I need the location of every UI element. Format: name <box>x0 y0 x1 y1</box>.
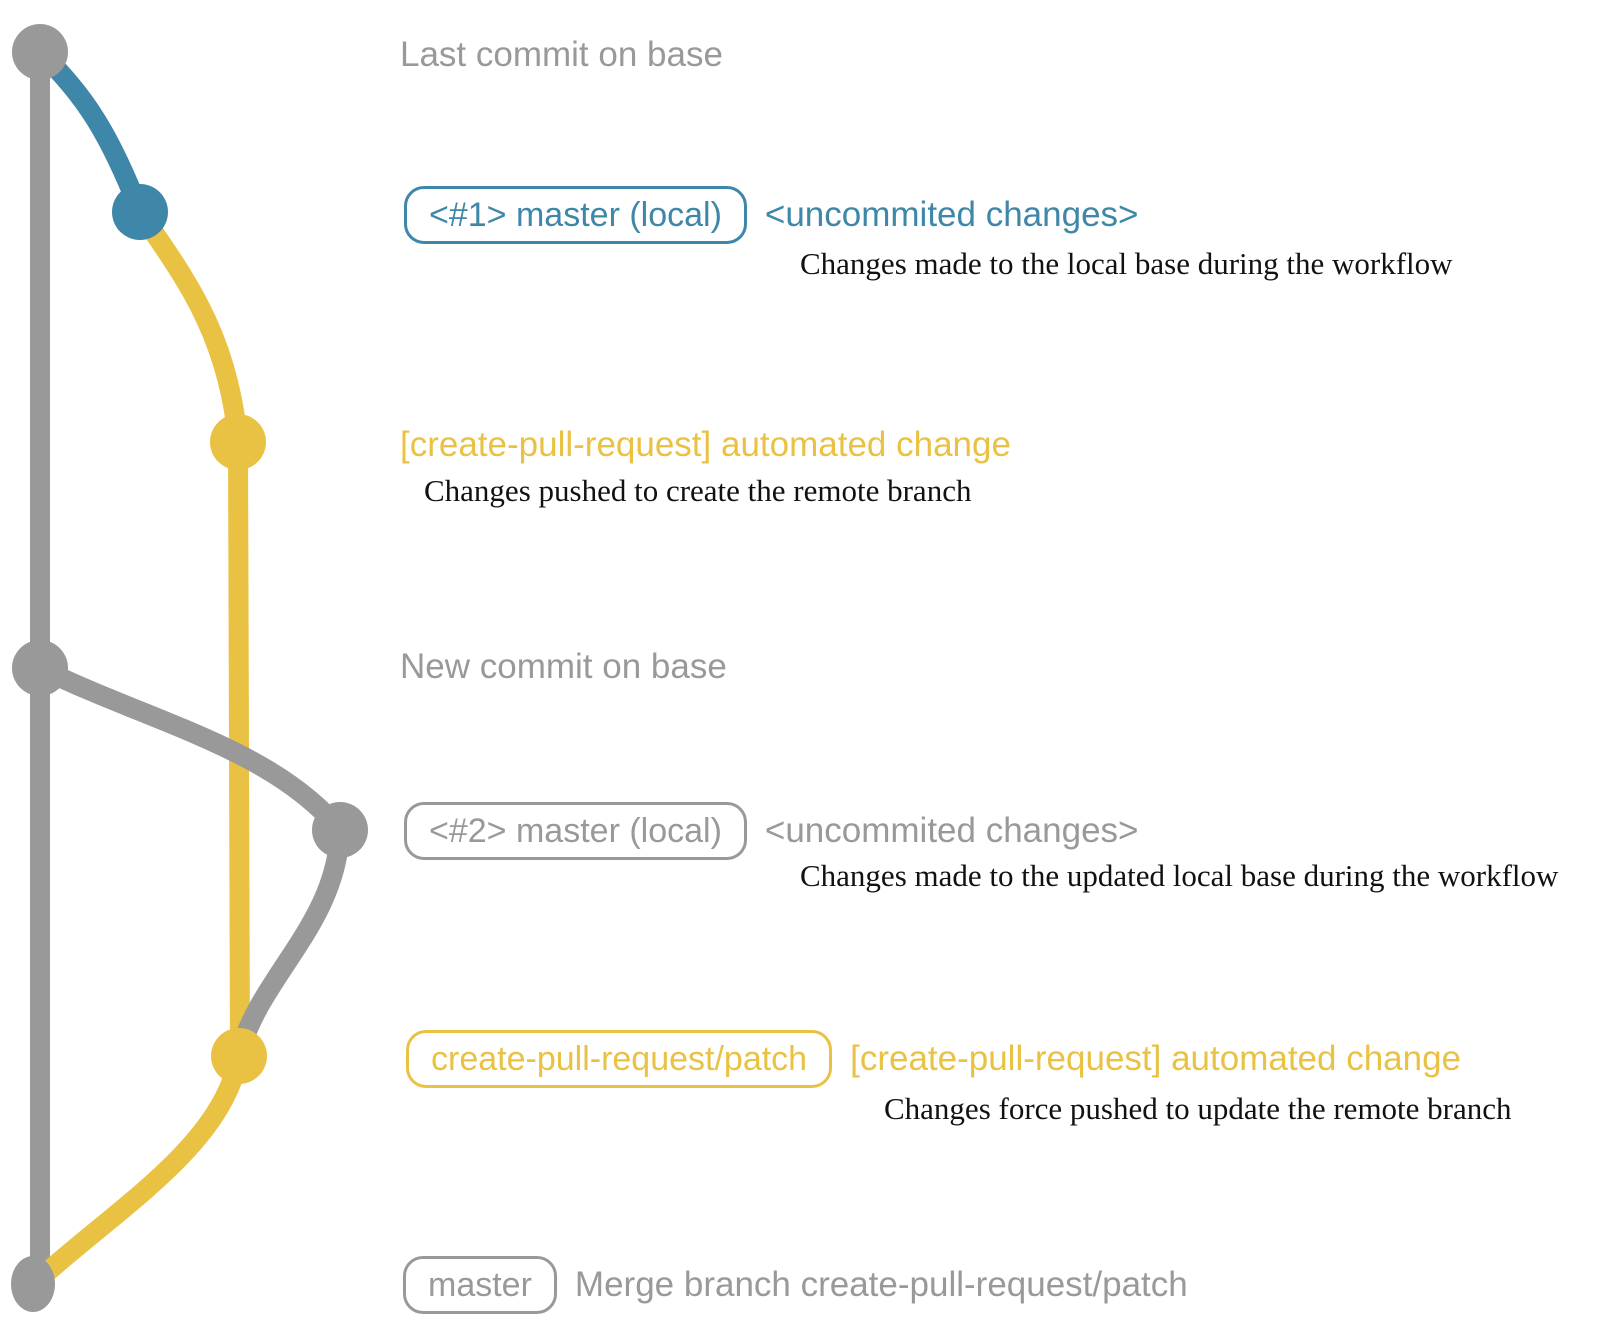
master-local-1-branch-curve <box>30 42 150 222</box>
master-local-2-to-patch-curve <box>230 820 350 1062</box>
branch-badge-master-local-2: <#2> master (local) <box>404 802 747 860</box>
commit-message-uncommited-changes-1: <uncommited changes> <box>764 195 1139 234</box>
commit-graph <box>11 24 368 1312</box>
commit-dot-automated-change-2 <box>211 1028 267 1084</box>
branch-badge-master: master <box>403 1256 557 1314</box>
branch-badge-master-local-1: <#1> master (local) <box>404 186 747 244</box>
master-local-2-branch-curve <box>30 658 350 840</box>
commit-dot-automated-change-1 <box>210 414 266 470</box>
label-new-commit-on-base: New commit on base <box>400 647 727 686</box>
note-automated-change-1: Changes pushed to create the remote bran… <box>424 473 972 508</box>
patch-merge-curve-to-base <box>26 1046 249 1292</box>
patch-branch-curve-from-master-1 <box>130 202 248 452</box>
row-uncommited-changes-1: <#1> master (local) <uncommited changes> <box>404 186 1138 244</box>
note-uncommited-changes-1: Changes made to the local base during th… <box>800 246 1453 281</box>
row-uncommited-changes-2: <#2> master (local) <uncommited changes> <box>404 802 1138 860</box>
commit-dot-merge-commit <box>11 1256 55 1312</box>
branch-badge-create-pull-request-patch: create-pull-request/patch <box>406 1030 833 1088</box>
row-merge-commit: master Merge branch create-pull-request/… <box>403 1256 1188 1314</box>
commit-dot-uncommited-changes-1 <box>112 184 168 240</box>
commit-message-merge: Merge branch create-pull-request/patch <box>574 1265 1188 1304</box>
label-last-commit-on-base: Last commit on base <box>400 35 723 74</box>
row-automated-change-2: create-pull-request/patch [create-pull-r… <box>406 1030 1461 1088</box>
note-automated-change-2: Changes force pushed to update the remot… <box>884 1091 1512 1126</box>
commit-message-automated-change-1: [create-pull-request] automated change <box>400 425 1011 464</box>
commit-dot-last-commit-on-base <box>12 24 68 80</box>
commit-message-automated-change-2: [create-pull-request] automated change <box>850 1039 1462 1078</box>
commit-message-uncommited-changes-2: <uncommited changes> <box>764 811 1139 850</box>
note-uncommited-changes-2: Changes made to the updated local base d… <box>800 858 1559 893</box>
commit-dot-new-commit-on-base <box>12 640 68 696</box>
commit-dot-uncommited-changes-2 <box>312 802 368 858</box>
